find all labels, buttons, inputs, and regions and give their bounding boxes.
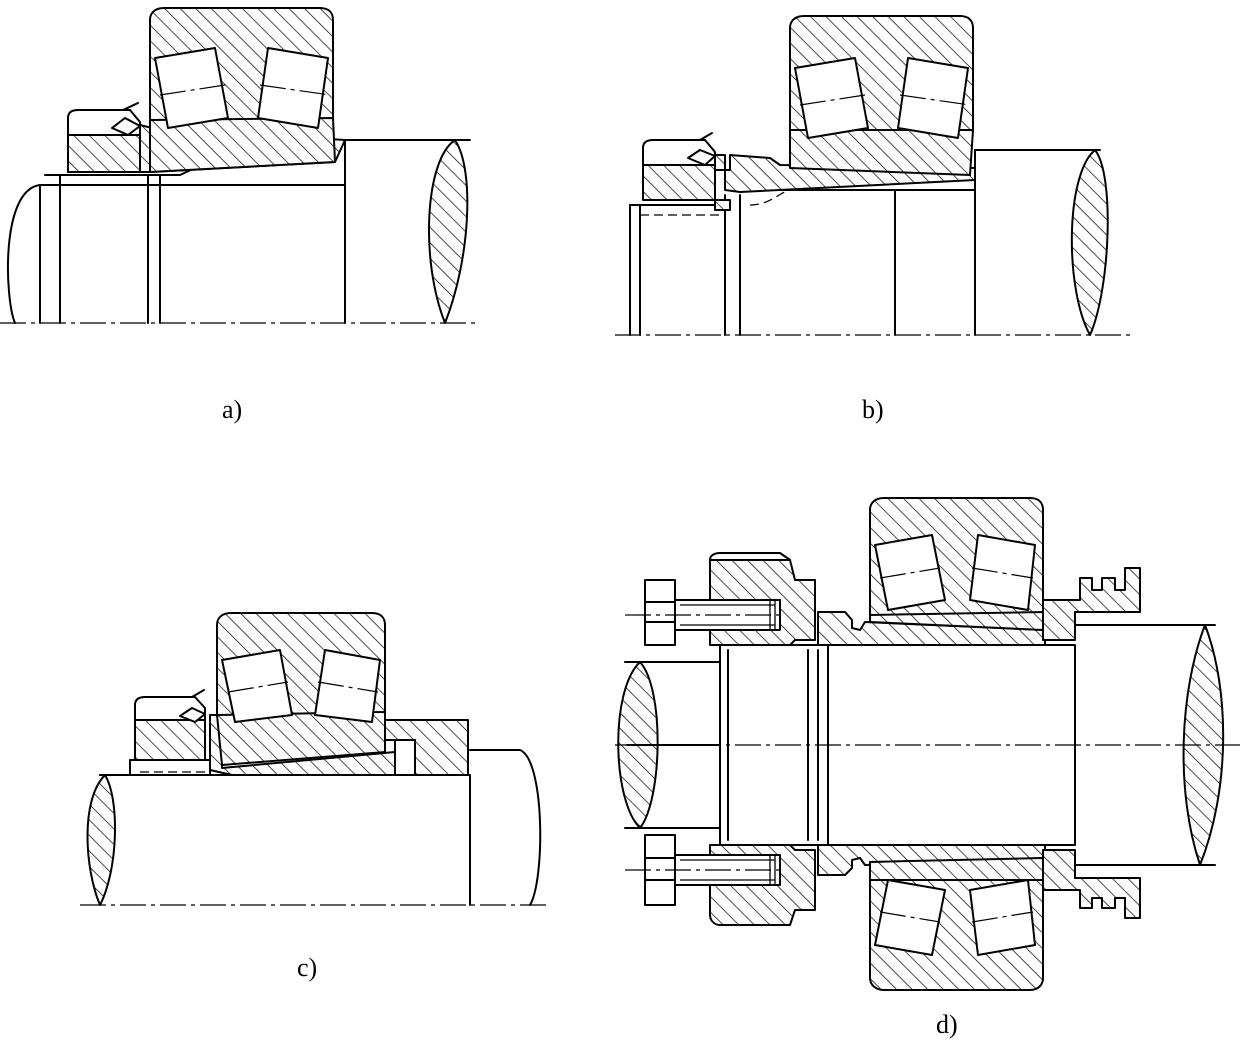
- bolt-head-top: [644, 579, 676, 646]
- shaft-b: [629, 149, 976, 336]
- roller-d1: [874, 534, 946, 611]
- figure-c: [80, 612, 548, 906]
- figure-d: [615, 497, 1240, 991]
- roller-c2: [314, 649, 381, 723]
- shaft-d-right: [1074, 624, 1216, 866]
- shaft-break-section-a: [428, 139, 469, 324]
- roller-a2: [257, 47, 329, 129]
- sleeve-collar-top: [817, 611, 1046, 646]
- figure-label-c: c): [297, 953, 318, 982]
- shaft-c: [99, 749, 542, 906]
- roller-b1: [794, 57, 869, 139]
- figure-b: [615, 15, 1130, 336]
- bearing-inner-ring-d-bottom: [869, 857, 1044, 881]
- figure-a: [0, 7, 480, 324]
- figure-label-b: b): [862, 395, 884, 424]
- seal-ring-bottom: [1042, 849, 1141, 919]
- figure-label-d: d): [936, 1010, 958, 1039]
- roller-d2: [969, 534, 1036, 611]
- shaft-break-section-d-right: [1182, 624, 1225, 866]
- shaft-break-section-b: [1070, 149, 1109, 336]
- shaft-a: [39, 139, 471, 324]
- seal-ring-top: [1042, 567, 1141, 641]
- pressure-flange-bottom: [709, 844, 816, 926]
- locknut-c: [134, 719, 206, 761]
- locknut-b: [642, 164, 716, 201]
- locknut-a: [67, 134, 141, 173]
- roller-a1: [154, 47, 229, 129]
- shaft-break-section-c: [86, 774, 116, 906]
- figure-label-a: a): [222, 395, 243, 424]
- roller-d4: [969, 879, 1036, 956]
- roller-d3: [874, 879, 946, 956]
- roller-c1: [221, 649, 293, 723]
- roller-b2: [897, 57, 969, 139]
- pressure-flange-top: [709, 559, 816, 646]
